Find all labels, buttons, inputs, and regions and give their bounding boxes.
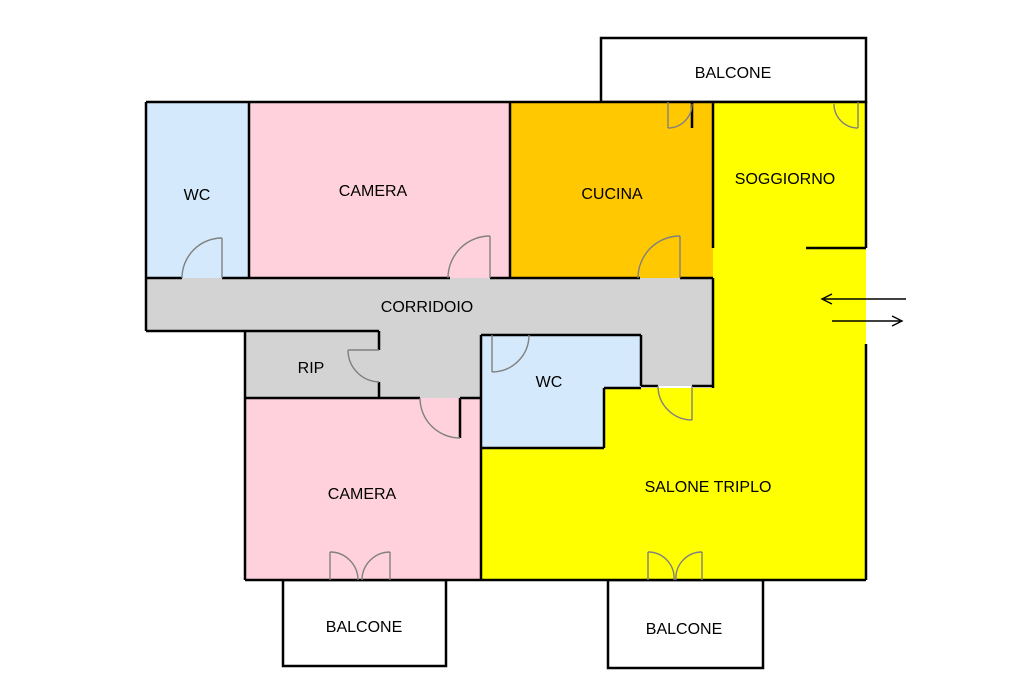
label-cucina: CUCINA xyxy=(581,186,643,203)
label-salone: SALONE TRIPLO xyxy=(645,479,772,496)
wc-mid xyxy=(481,335,641,448)
camera-bottom xyxy=(245,398,481,580)
label-soggiorno: SOGGIORNO xyxy=(735,171,835,188)
entrance-arrows xyxy=(820,293,906,327)
rip xyxy=(245,331,379,398)
label-camera-top: CAMERA xyxy=(339,183,408,200)
label-corridoio: CORRIDOIO xyxy=(381,299,473,316)
label-balcone-bottom-left: BALCONE xyxy=(326,619,402,636)
label-camera-bottom: CAMERA xyxy=(328,486,397,503)
wc-top xyxy=(146,102,249,278)
label-wc-top: WC xyxy=(184,187,211,204)
label-wc-mid: WC xyxy=(536,374,563,391)
doors xyxy=(181,102,859,581)
label-rip: RIP xyxy=(298,360,325,377)
label-balcone-top: BALCONE xyxy=(695,65,771,82)
walls xyxy=(144,100,868,582)
living-area xyxy=(481,102,866,580)
cucina xyxy=(510,102,713,278)
label-balcone-bottom-right: BALCONE xyxy=(646,621,722,638)
camera-top xyxy=(249,102,510,278)
